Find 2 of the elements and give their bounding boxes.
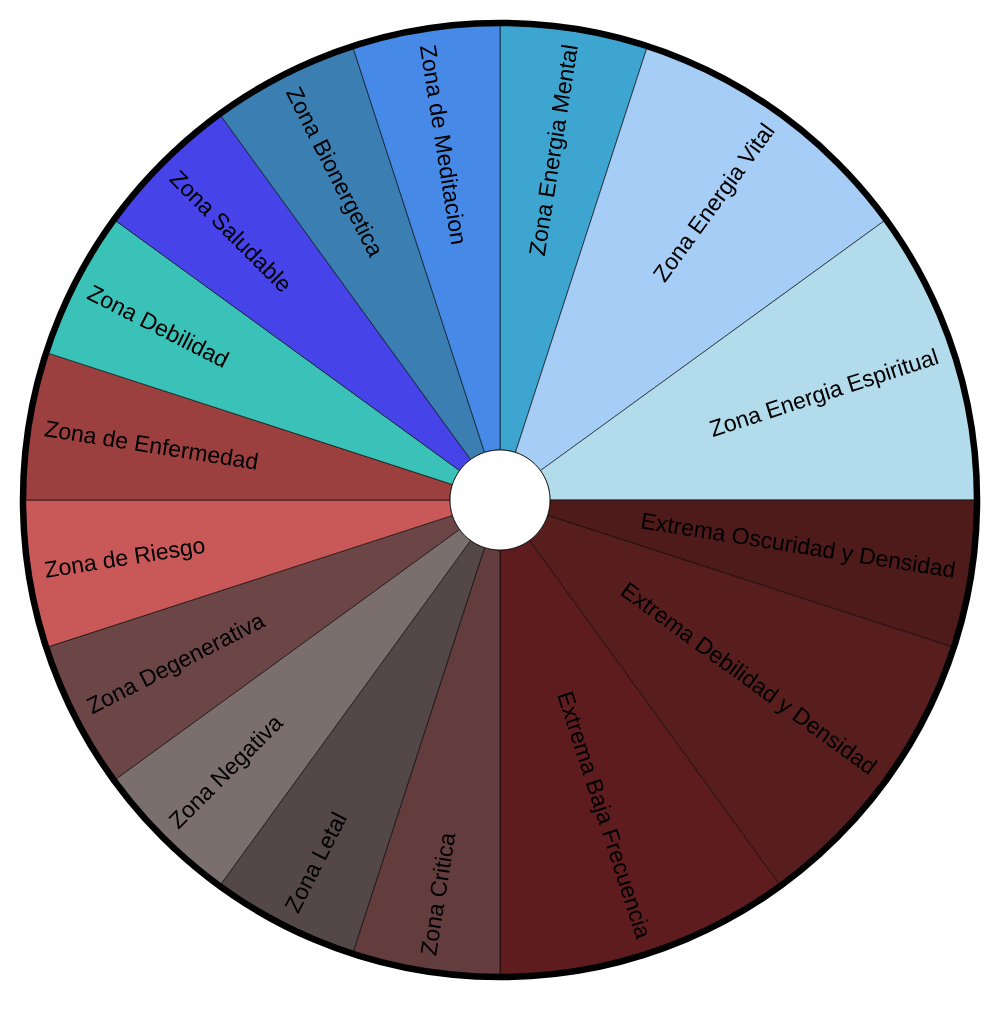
wheel-segment: Zona Energia Mental [499,23,648,453]
wheel-segment: Zona Critica [352,547,501,977]
